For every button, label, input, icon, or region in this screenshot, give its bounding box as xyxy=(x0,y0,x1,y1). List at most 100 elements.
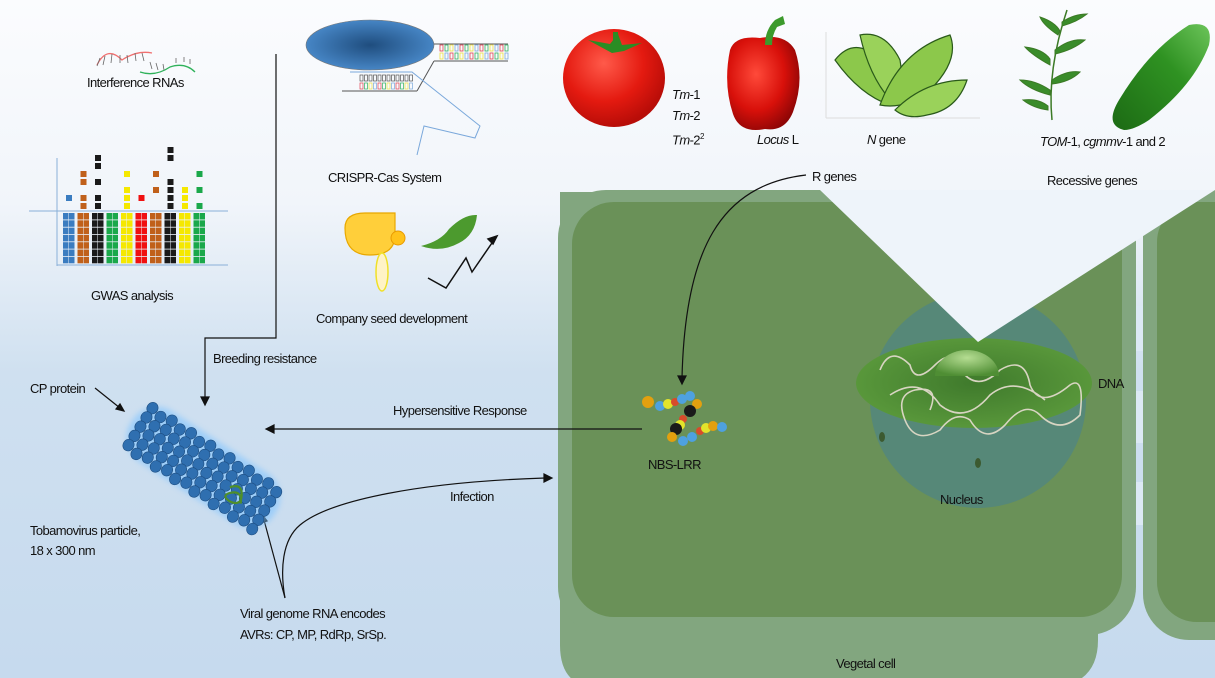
tm2-gene-label: Tm-2 xyxy=(672,108,701,124)
gwas-cell xyxy=(63,234,69,242)
seed-icon xyxy=(344,212,406,292)
capsid-subunit xyxy=(161,464,174,477)
locus-l-label: Locus L xyxy=(757,132,799,148)
gwas-marker xyxy=(80,195,87,201)
gwas-cell xyxy=(179,213,185,220)
vegetal-cell-label: Vegetal cell xyxy=(836,656,896,671)
hypersensitive-response-label: Hypersensitive Response xyxy=(393,403,527,418)
gwas-cell xyxy=(150,256,156,264)
gwas-marker xyxy=(167,203,174,209)
company-seed-label: Company seed development xyxy=(316,311,468,326)
gwas-marker xyxy=(95,195,101,201)
tobamovirus-icon xyxy=(122,402,283,536)
gwas-cell xyxy=(170,242,176,249)
capsid-subunit xyxy=(218,501,231,514)
gwas-cell xyxy=(121,213,127,220)
gene-superscript: 2 xyxy=(699,132,704,141)
gwas-cell xyxy=(106,220,112,227)
gwas-cell xyxy=(63,213,69,220)
base-pair xyxy=(404,82,409,90)
gwas-cell xyxy=(121,234,127,242)
nbs-lrr-label: NBS-LRR xyxy=(648,457,701,472)
base-pair xyxy=(400,74,404,82)
base-pair xyxy=(454,52,459,60)
gwas-marker xyxy=(124,195,130,201)
nucleus-label: Nucleus xyxy=(940,492,983,507)
gwas-cell xyxy=(92,249,98,256)
gwas-cell xyxy=(193,234,199,242)
cp-protein-label: CP protein xyxy=(30,381,86,396)
base-pair xyxy=(484,44,489,52)
gwas-marker xyxy=(167,195,174,201)
gwas-cell xyxy=(164,234,170,242)
interference-rnas-label: Interference RNAs xyxy=(87,75,184,90)
gwas-marker xyxy=(80,171,87,177)
gwas-cell xyxy=(150,234,156,242)
base-pair xyxy=(444,52,449,60)
gwas-analysis-label: GWAS analysis xyxy=(91,288,174,303)
gwas-marker xyxy=(80,179,87,185)
gwas-cell xyxy=(112,234,118,242)
gene-suffix: gene xyxy=(875,132,906,147)
rna-strand-icon xyxy=(96,51,196,75)
gwas-cell xyxy=(164,256,170,264)
capsid-subunit xyxy=(238,514,251,527)
gwas-cell xyxy=(193,227,199,235)
gwas-marker xyxy=(66,195,72,201)
gwas-marker xyxy=(95,179,101,185)
capsid-subunit xyxy=(199,489,212,502)
gwas-cell xyxy=(92,234,98,242)
gwas-marker xyxy=(167,155,174,161)
gwas-cell xyxy=(106,234,112,242)
base-pair xyxy=(504,44,509,52)
gene-suffix: -2 xyxy=(689,108,701,123)
gwas-cell xyxy=(170,227,176,235)
base-pair xyxy=(382,74,386,82)
gwas-cell xyxy=(199,256,205,264)
gwas-cell xyxy=(185,256,191,264)
base-pair xyxy=(499,44,504,52)
gwas-cell xyxy=(135,227,141,235)
gwas-cell xyxy=(92,227,98,235)
gwas-cell xyxy=(179,227,185,235)
gene-suffix: -2 xyxy=(689,132,701,148)
base-pair xyxy=(474,52,479,60)
base-pair xyxy=(386,82,391,90)
gwas-cell xyxy=(141,213,147,220)
gwas-cell xyxy=(135,234,141,242)
gwas-cell xyxy=(164,213,170,220)
gwas-cell xyxy=(69,249,75,256)
tm1-gene-label: Tm-1 xyxy=(672,87,701,103)
gwas-cell xyxy=(135,249,141,256)
gwas-cell xyxy=(77,227,83,235)
gwas-marker xyxy=(167,187,174,193)
n-gene-label: N gene xyxy=(867,132,906,148)
recessive-genes-label: Recessive genes xyxy=(1047,173,1138,188)
base-pair xyxy=(364,74,368,82)
gwas-cell xyxy=(63,242,69,249)
gwas-marker xyxy=(95,163,101,169)
gwas-cell xyxy=(156,234,162,242)
gwas-cell xyxy=(127,227,133,235)
gwas-cell xyxy=(112,227,118,235)
gwas-cell xyxy=(141,227,147,235)
gene-italic: N xyxy=(867,132,876,147)
base-pair xyxy=(382,82,386,90)
gwas-cell xyxy=(98,256,104,264)
base-pair xyxy=(464,52,469,60)
base-pair xyxy=(484,52,489,60)
gwas-cell xyxy=(77,256,83,264)
leaf-icon xyxy=(421,214,477,249)
gene-suffix: L xyxy=(788,132,799,147)
gwas-cell xyxy=(69,220,75,227)
gwas-cell xyxy=(141,220,147,227)
gwas-cell xyxy=(193,256,199,264)
gwas-cell xyxy=(121,249,127,256)
base-pair xyxy=(494,44,499,52)
base-pair xyxy=(444,44,449,52)
base-pair xyxy=(368,82,373,90)
gwas-marker xyxy=(196,203,203,209)
capsid-subunit xyxy=(246,522,259,536)
gwas-cell xyxy=(121,242,127,249)
gwas-cell xyxy=(83,249,89,256)
